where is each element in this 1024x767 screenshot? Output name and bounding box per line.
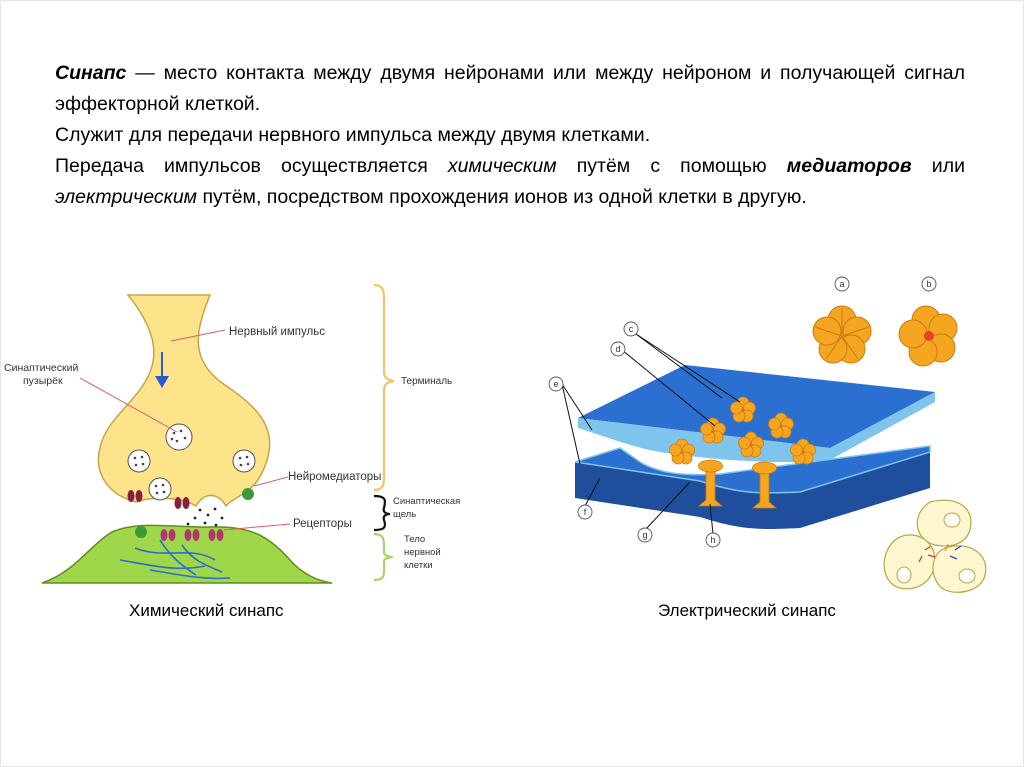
caption-electrical-synapse: Электрический синапс [658, 601, 836, 620]
marker-f: f [584, 507, 587, 517]
marker-g: g [642, 530, 647, 540]
definition-rest: — место контакта между двумя нейронами и… [55, 62, 965, 115]
postsynaptic-cell-body [41, 524, 333, 584]
inset-b-rosette [898, 305, 958, 367]
electrical-leader-lines [561, 333, 741, 535]
definition-paragraph: Синапс — место контакта между двумя нейр… [55, 58, 965, 120]
transmission-paragraph: Передача импульсов осуществляется химиче… [55, 151, 965, 213]
label-vesicle-line-1: Синаптический [4, 362, 78, 374]
inset-a-rosette [812, 305, 872, 364]
upper-membrane-edge [578, 392, 935, 462]
marker-d: d [615, 344, 620, 354]
cleft-bracket [373, 494, 391, 532]
term-electrical: электрическим [55, 186, 198, 208]
marker-b: b [926, 279, 931, 289]
lower-membrane-top [574, 445, 931, 494]
vesicle-dots [133, 429, 250, 495]
transmission-part-e: или [911, 155, 965, 177]
transmission-part-g: путём, посредством прохождения ионов из … [197, 186, 807, 208]
label-cleft-line-1: Синаптическая [393, 496, 460, 507]
label-neurotransmitters: Нейромедиаторы [288, 471, 381, 483]
postsynaptic-receptors [160, 529, 224, 541]
letter-markers [548, 276, 937, 548]
electrical-synapse-diagram: a b c d e f g h [548, 276, 987, 593]
transmission-part-c: путём с помощью [556, 155, 787, 177]
rosette-1 [730, 396, 756, 423]
synaptic-vesicles [127, 423, 256, 501]
label-body-line-2: нервной [404, 547, 441, 558]
label-body-line-1: Тело [404, 534, 425, 545]
label-cleft-line-2: щель [393, 509, 416, 520]
rosette-4 [738, 431, 764, 458]
term-synapse: Синапс [55, 62, 127, 84]
rosette-centers [680, 408, 805, 454]
connexon-2 [751, 461, 778, 509]
connexon-channels [697, 459, 778, 509]
leader-lines [79, 329, 291, 531]
marker-a: a [839, 279, 844, 289]
transporter-green [242, 488, 254, 500]
terminal-bracket [373, 283, 395, 492]
neurotransmitter-molecules [186, 507, 224, 527]
inset-ion-marks [918, 543, 962, 563]
function-paragraph: Служит для передачи нервного импульса ме… [55, 124, 651, 146]
cytoskeleton-lines [119, 539, 231, 580]
cell-body-bracket [373, 532, 395, 582]
rosette-3 [768, 412, 794, 439]
term-mediators: медиаторов [786, 155, 912, 177]
connexon-rosettes [669, 396, 816, 465]
rosette-2 [700, 417, 726, 444]
marker-e: e [553, 379, 558, 389]
label-terminal: Терминаль [401, 376, 452, 387]
connexon-1 [697, 459, 724, 507]
inset-cell-nuclei [896, 512, 976, 584]
marker-c: c [629, 324, 634, 334]
label-receptors: Рецепторы [293, 518, 352, 530]
label-nerve-impulse: Нервный импульс [229, 326, 325, 338]
definition-text: Синапс — место контакта между двумя нейр… [55, 58, 965, 213]
marker-h: h [710, 535, 715, 545]
label-vesicle-line-2: пузырёк [23, 375, 63, 387]
impulse-arrowhead [155, 376, 169, 388]
upper-membrane-top [578, 365, 935, 448]
term-chemical: химическим [447, 155, 557, 177]
rosette-6 [790, 438, 816, 465]
label-body-line-3: клетки [404, 560, 433, 571]
caption-chemical-synapse: Химический синапс [129, 601, 284, 620]
chemical-synapse-diagram: Нервный импульс Синаптический пузырёк Те… [4, 283, 460, 584]
presynaptic-channels [127, 490, 190, 509]
transmission-part-a: Передача импульсов осуществляется [55, 155, 448, 177]
transporter-green-post [135, 526, 147, 538]
